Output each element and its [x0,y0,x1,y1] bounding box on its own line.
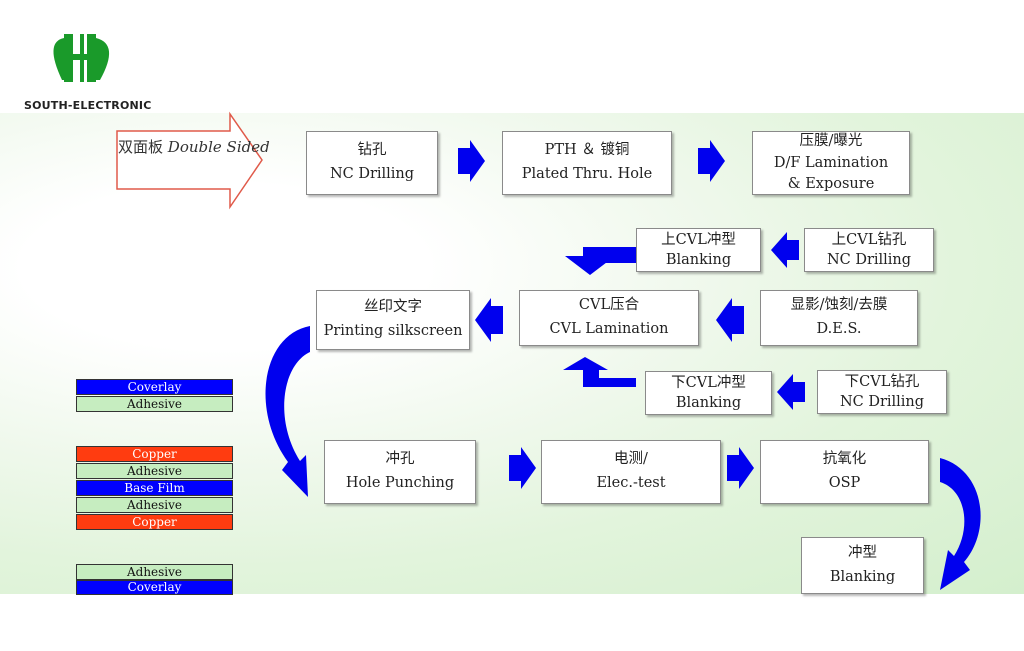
arrow-right-1 [458,140,485,182]
arrow-curve-down-right [940,458,981,590]
layer-coverlay-top: Coverlay [76,379,233,395]
arrow-right-2 [698,140,725,182]
layer-adhesive-top: Adhesive [76,396,233,412]
layer-base-film: Base Film [76,480,233,496]
layer-copper-2: Copper [76,514,233,530]
south-electronic-logo [53,34,110,82]
layer-copper-1: Copper [76,446,233,462]
arrow-right-3 [509,447,536,489]
start-double-sided-label: 双面板 Double Sided [118,135,270,160]
logo-text: SOUTH-ELECTRONIC [24,99,152,112]
arrow-left-cvl [475,298,503,342]
layer-adhesive-2: Adhesive [76,497,233,513]
arrow-left-lower-cvl [777,374,805,410]
layer-adhesive-1: Adhesive [76,463,233,479]
arrow-left-des [716,298,744,342]
layer-adhesive-bottom: Adhesive [76,564,233,580]
arrow-right-4 [727,447,754,489]
double-sided-start-arrow [116,111,263,210]
layer-coverlay-bottom: Coverlay [76,580,233,595]
step-elec-test: 电测/Elec.-test [541,440,721,504]
arrow-bend-lower-cvl [563,357,636,387]
start-en: Double Sided [167,138,270,156]
arrow-curve-down-left [265,326,310,497]
arrow-bend-upper-cvl [565,247,636,275]
start-cn: 双面板 [118,138,164,156]
arrow-left-upper-cvl [771,232,799,268]
